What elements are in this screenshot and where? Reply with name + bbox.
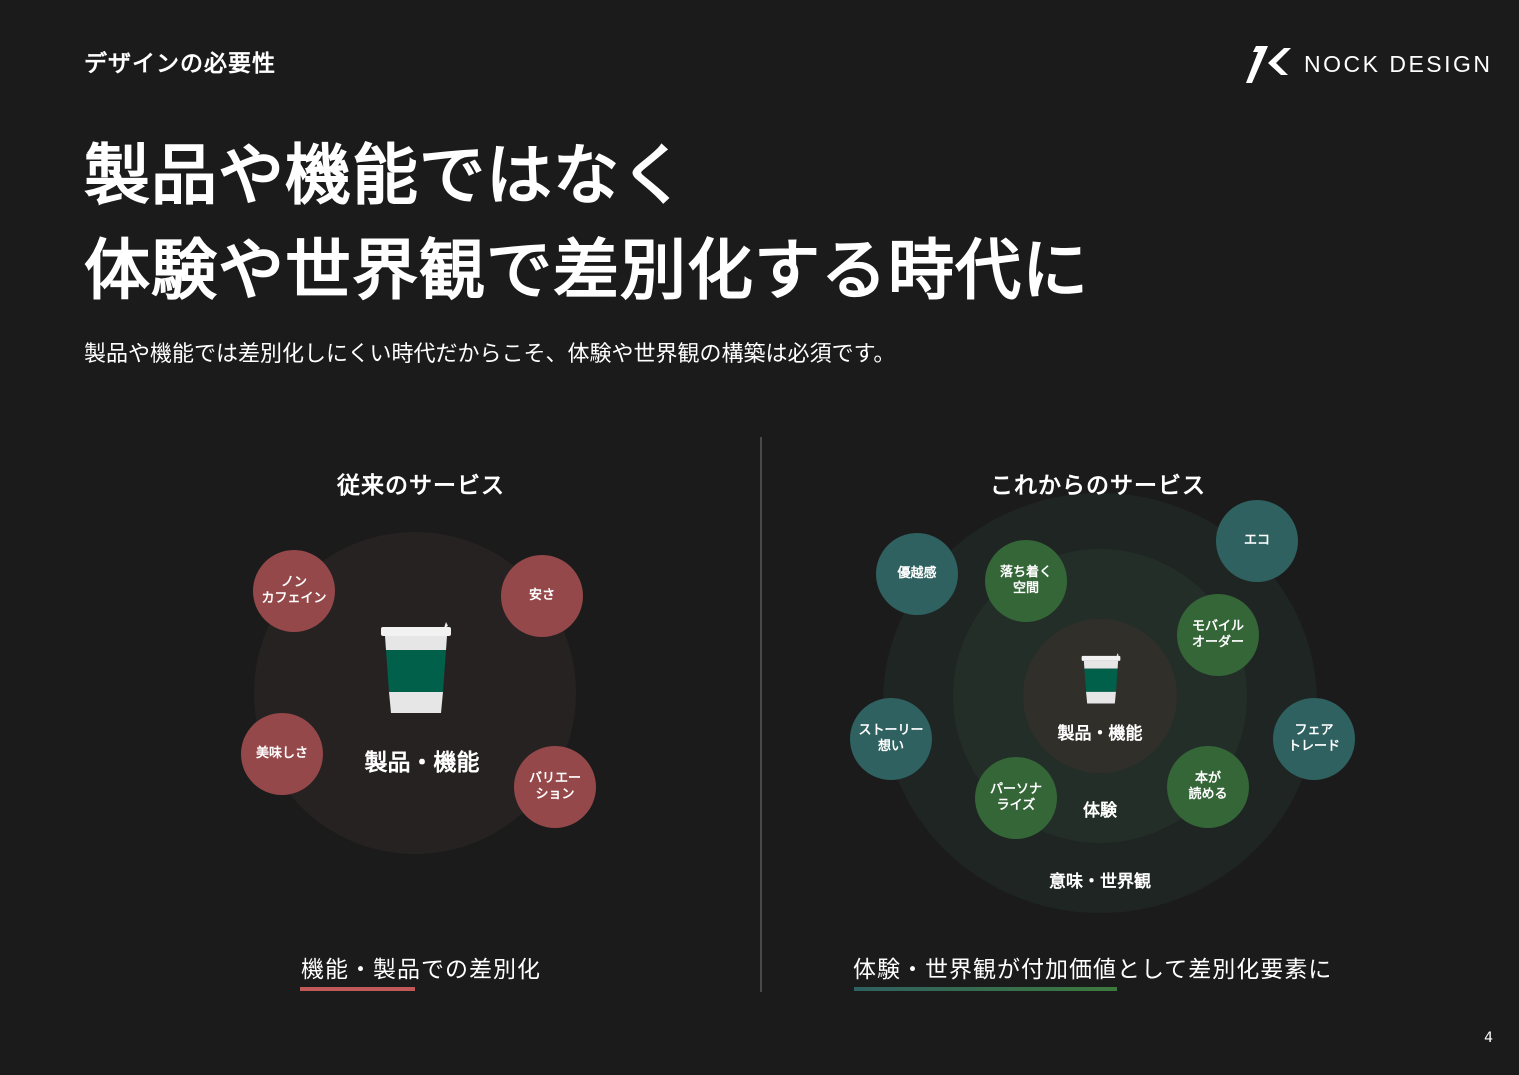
left-heading: 従来のサービス (337, 473, 505, 499)
bubble-text: 落ち着く (999, 565, 1052, 580)
title-line-2: 体験や世界観で差別化する時代に (84, 232, 1089, 309)
bubble-text: 空間 (1012, 581, 1039, 596)
bubble-read-books: 本が読める (1167, 746, 1249, 828)
logo-text: NOCK DESIGN (1304, 50, 1493, 77)
bubble-text: エコ (1243, 533, 1270, 548)
bubble-text: ライズ (996, 798, 1036, 813)
core-label: 製品・機能 (1057, 724, 1143, 744)
section-label: デザインの必要性 (84, 51, 276, 77)
nock-logo-mark-icon (1246, 46, 1291, 83)
column-divider (760, 437, 762, 992)
title-line-1: 製品や機能ではなく (84, 137, 687, 214)
bubble-text: オーダー (1191, 635, 1244, 650)
coffee-cup-icon (381, 622, 451, 713)
page-number: 4 (1484, 1030, 1493, 1046)
bubble-personalize: パーソナライズ (975, 757, 1057, 839)
bubble-non-caffeine: ノンカフェイン (253, 550, 335, 632)
bubble-text: パーソナ (989, 782, 1042, 797)
bubble-fair-trade: フェアトレード (1273, 698, 1355, 780)
right-heading: これからのサービス (990, 473, 1206, 499)
bubble-text: ノン (280, 575, 307, 590)
bubble-text: フェア (1294, 723, 1334, 738)
bubble-text: バリエー (528, 771, 581, 786)
bubble-text: 読める (1188, 787, 1228, 802)
subtitle: 製品や機能では差別化しにくい時代だからこそ、体験や世界観の構築は必須です。 (84, 342, 896, 367)
bubble-eco: エコ (1216, 500, 1298, 582)
bubble-variation: バリエーション (514, 746, 596, 828)
right-footer: 体験・世界観が付加価値として差別化要素に (853, 957, 1333, 983)
bubble-text: ション (535, 787, 575, 802)
bubble-text: 本が (1194, 771, 1221, 786)
bubble-story: ストーリー想い (850, 698, 932, 780)
bubble-superiority: 優越感 (876, 533, 958, 615)
bubble-calm-space: 落ち着く空間 (985, 540, 1067, 622)
page-title: 製品や機能ではなく 体験や世界観で差別化する時代に (84, 128, 1089, 318)
left-center-label: 製品・機能 (364, 750, 480, 776)
world-view-label: 意味・世界観 (1049, 872, 1151, 892)
left-footer: 機能・製品での差別化 (301, 957, 541, 983)
bubble-text: モバイル (1191, 619, 1244, 634)
bubble-text: 美味しさ (255, 746, 308, 761)
bubble-text: 安さ (528, 588, 555, 603)
right-underline (854, 987, 1117, 991)
bubble-text: 想い (877, 739, 904, 754)
bubble-text: トレード (1287, 739, 1340, 754)
coffee-cup-icon-small (1081, 653, 1121, 704)
nock-design-logo: NOCK DESIGN (1246, 44, 1493, 84)
left-underline (300, 987, 415, 991)
bubble-text: 優越感 (897, 566, 937, 581)
bubble-text: ストーリー (858, 723, 924, 738)
bubble-text: カフェイン (261, 591, 327, 606)
bubble-mobile-order: モバイルオーダー (1177, 594, 1259, 676)
bubble-cheapness: 安さ (501, 555, 583, 637)
experience-label: 体験 (1083, 801, 1117, 821)
bubble-taste: 美味しさ (241, 713, 323, 795)
